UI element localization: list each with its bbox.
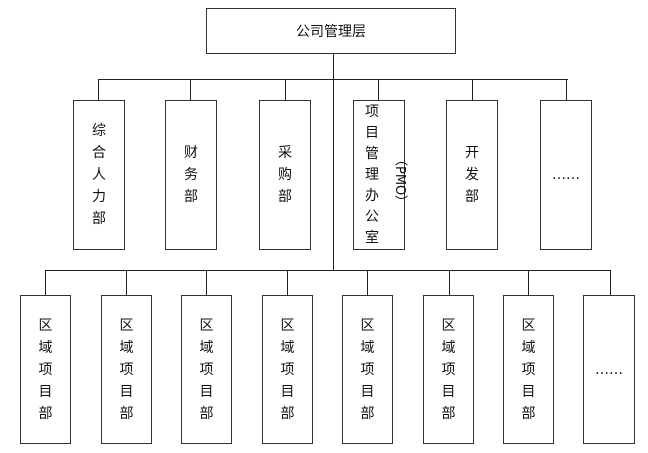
dept-label-finance: 财务部 <box>184 145 198 205</box>
region-label: 区域项目部 <box>38 317 53 422</box>
region-drop-line <box>449 270 450 295</box>
dept-drop-line <box>190 79 191 100</box>
dept-label-pmo: 项目管理办公室 <box>365 103 379 246</box>
lower-bus-line <box>45 270 611 271</box>
upper-bus-line <box>98 79 568 80</box>
dept-box-procurement: 采购部 <box>259 100 311 250</box>
region-label: 区域项目部 <box>280 317 295 422</box>
region-label-more: …… <box>595 361 623 378</box>
region-label: 区域项目部 <box>199 317 214 422</box>
region-drop-line <box>367 270 368 295</box>
dept-box-pmo: 项目管理办公室 （PMO） <box>353 100 407 250</box>
dept-label-hr: 综合人力部 <box>92 123 106 227</box>
region-label: 区域项目部 <box>521 317 536 422</box>
region-drop-line <box>206 270 207 295</box>
region-box-more: …… <box>583 295 635 444</box>
dept-label-pmo-suffix: （PMO） <box>392 153 407 209</box>
dept-label-more: …… <box>552 167 580 183</box>
region-box: 区域项目部 <box>503 295 554 444</box>
dept-drop-line <box>98 79 99 100</box>
dept-drop-line <box>472 79 473 100</box>
dept-box-more: …… <box>540 100 592 250</box>
region-label: 区域项目部 <box>360 317 375 422</box>
region-box: 区域项目部 <box>423 295 474 444</box>
top-management-label: 公司管理层 <box>296 24 366 40</box>
dept-label-procurement: 采购部 <box>278 145 292 205</box>
dept-box-development: 开发部 <box>446 100 498 250</box>
region-drop-line <box>45 270 46 295</box>
trunk-line <box>333 54 334 270</box>
region-label: 区域项目部 <box>119 317 134 422</box>
region-box: 区域项目部 <box>101 295 152 444</box>
dept-box-hr: 综合人力部 <box>73 100 125 250</box>
dept-box-finance: 财务部 <box>165 100 217 250</box>
region-box: 区域项目部 <box>262 295 313 444</box>
region-box: 区域项目部 <box>181 295 232 444</box>
region-label: 区域项目部 <box>441 317 456 422</box>
top-management-box: 公司管理层 <box>206 8 456 54</box>
dept-drop-line <box>566 79 567 100</box>
region-drop-line <box>610 270 611 295</box>
region-box: 区域项目部 <box>20 295 71 444</box>
region-drop-line <box>287 270 288 295</box>
dept-label-development: 开发部 <box>465 145 479 205</box>
region-drop-line <box>528 270 529 295</box>
dept-drop-line <box>285 79 286 100</box>
region-box: 区域项目部 <box>342 295 393 444</box>
dept-drop-line <box>378 79 379 100</box>
region-drop-line <box>126 270 127 295</box>
